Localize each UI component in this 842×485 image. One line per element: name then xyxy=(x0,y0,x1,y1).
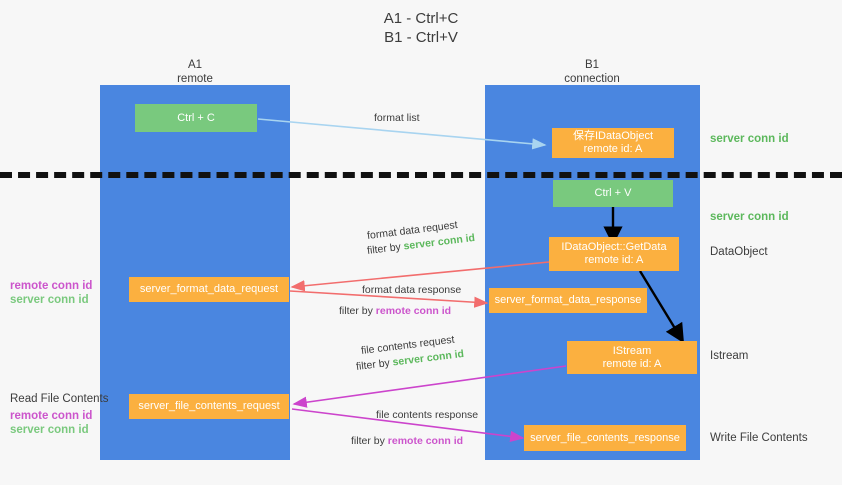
node-istream[interactable]: IStream remote id: A xyxy=(567,341,697,374)
node-save-idataobject-line2: remote id: A xyxy=(583,143,643,155)
node-ctrl-v[interactable]: Ctrl + V xyxy=(553,180,673,207)
filter-prefix-2: filter by xyxy=(339,305,376,317)
node-ctrl-v-label: Ctrl + V xyxy=(594,187,632,199)
left-label-server-conn-id-2: server conn id xyxy=(10,424,89,436)
column-b1-sub: connection xyxy=(564,73,620,85)
node-server-file-contents-request[interactable]: server_file_contents_request xyxy=(129,394,289,419)
column-a1-sub: remote xyxy=(177,73,213,85)
left-label-remote-conn-id-1: remote conn id xyxy=(10,280,93,292)
filter-prefix-4: filter by xyxy=(351,435,388,447)
edge-label-format-list: format list xyxy=(374,112,420,124)
column-a1-name: A1 xyxy=(187,59,203,71)
title-line-2: B1 - Ctrl+V xyxy=(384,29,458,46)
filter-prefix-3: filter by xyxy=(355,356,394,374)
edge-label-file-contents-response: file contents response xyxy=(376,409,479,421)
phase-divider xyxy=(0,172,842,178)
left-label-remote-conn-id-2: remote conn id xyxy=(10,410,93,422)
left-label-server-conn-id-1: server conn id xyxy=(10,294,89,306)
node-server-format-data-request-label: server_format_data_request xyxy=(139,283,279,295)
right-label-server-conn-id-2: server conn id xyxy=(710,211,789,223)
diagram-title: A1 - Ctrl+C B1 - Ctrl+V xyxy=(0,9,842,47)
node-save-idataobject[interactable]: 保存IDataObject remote id: A xyxy=(552,128,674,158)
title-line-1: A1 - Ctrl+C xyxy=(383,10,459,27)
right-label-dataobject: DataObject xyxy=(710,246,768,258)
edge-label-format-data-response: format data response xyxy=(362,284,462,296)
node-ctrl-c-label: Ctrl + C xyxy=(177,111,215,124)
right-label-server-conn-id-1: server conn id xyxy=(710,133,789,145)
column-header-a1: A1 remote xyxy=(115,58,275,86)
left-label-read-file-contents: Read File Contents xyxy=(10,393,109,405)
filter-prefix-1: filter by xyxy=(366,240,405,258)
node-save-idataobject-line1: 保存IDataObject xyxy=(572,130,654,142)
column-header-b1: B1 connection xyxy=(512,58,672,86)
edge-label-format-data-response-filter: filter by remote conn id xyxy=(339,304,451,318)
node-istream-line2: remote id: A xyxy=(602,357,662,370)
node-server-file-contents-response-label: server_file_contents_response xyxy=(530,431,680,444)
left-legend-file-contents: Read File Contents remote conn id server… xyxy=(10,392,108,437)
node-istream-line1: IStream xyxy=(612,344,652,357)
node-ctrl-c[interactable]: Ctrl + C xyxy=(135,104,257,132)
right-label-istream: Istream xyxy=(710,350,749,362)
node-getdata-line1: IDataObject::GetData xyxy=(561,241,667,253)
filter-value-2: remote conn id xyxy=(375,305,452,317)
filter-value-4: remote conn id xyxy=(387,435,464,447)
left-legend-format: remote conn id server conn id xyxy=(10,279,92,307)
node-server-format-data-response-label: server_format_data_response xyxy=(494,294,642,306)
node-server-format-data-response[interactable]: server_format_data_response xyxy=(489,288,647,313)
node-server-file-contents-request-label: server_file_contents_request xyxy=(138,400,280,412)
node-getdata-line2: remote id: A xyxy=(584,254,644,266)
right-label-write-file-contents: Write File Contents xyxy=(710,432,808,444)
edge-label-file-contents-response-filter: filter by remote conn id xyxy=(351,434,463,448)
node-getdata[interactable]: IDataObject::GetData remote id: A xyxy=(549,237,679,271)
column-b1-name: B1 xyxy=(584,59,600,71)
node-server-format-data-request[interactable]: server_format_data_request xyxy=(129,277,289,302)
node-server-file-contents-response[interactable]: server_file_contents_response xyxy=(524,425,686,451)
